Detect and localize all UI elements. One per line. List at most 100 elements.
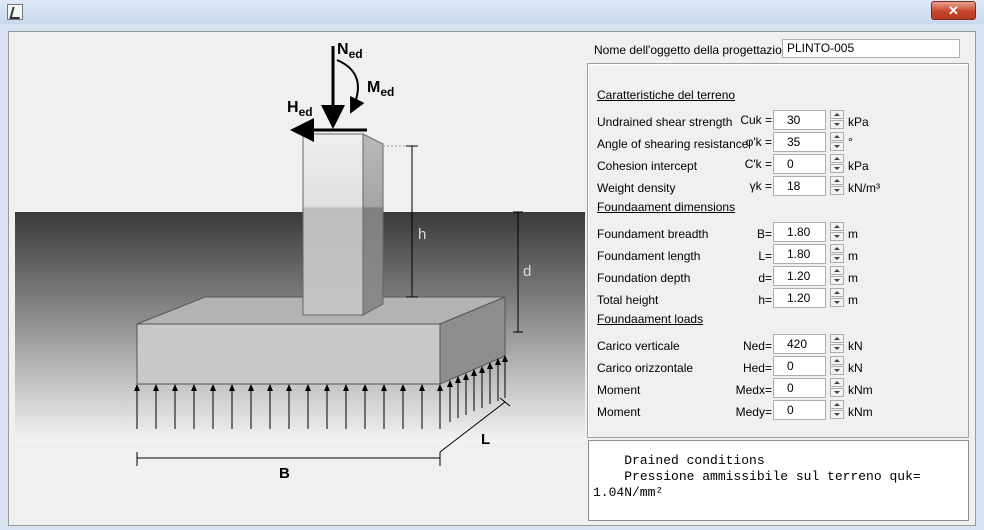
medy-symbol: Medy= xyxy=(735,405,772,419)
l-symbol: L= xyxy=(758,249,772,263)
ck-spinner[interactable] xyxy=(830,154,844,174)
d-unit: m xyxy=(848,271,858,285)
d-input[interactable]: 1.20 xyxy=(773,266,826,286)
gamma-spinner[interactable] xyxy=(830,176,844,196)
spin-up-icon[interactable] xyxy=(830,356,844,365)
d-symbol: d= xyxy=(758,271,772,285)
l-unit: m xyxy=(848,249,858,263)
m-label: Med xyxy=(367,79,394,99)
phi-spinner[interactable] xyxy=(830,132,844,152)
b-input[interactable]: 1.80 xyxy=(773,222,826,242)
cuk-unit: kPa xyxy=(848,115,869,129)
ck-input[interactable]: 0 xyxy=(773,154,826,174)
moment-x-label: Moment xyxy=(597,383,641,397)
column-side xyxy=(362,133,384,316)
l-input[interactable]: 1.80 xyxy=(773,244,826,264)
pressure-arrow-heads xyxy=(134,355,508,391)
medx-unit: kNm xyxy=(848,383,873,397)
h-force-label: Hed xyxy=(287,99,313,119)
spin-up-icon[interactable] xyxy=(830,222,844,231)
close-button[interactable]: ✕ xyxy=(931,1,976,20)
phi-unit: ° xyxy=(848,135,853,149)
title-bar: ✕ xyxy=(0,0,984,25)
spin-up-icon[interactable] xyxy=(830,378,844,387)
parameters-panel xyxy=(587,63,969,438)
spin-down-icon[interactable] xyxy=(830,410,844,419)
b-spinner[interactable] xyxy=(830,222,844,242)
spin-down-icon[interactable] xyxy=(830,388,844,397)
cuk-input[interactable]: 30 xyxy=(773,110,826,130)
n-label: Ned xyxy=(337,41,363,61)
hed-spinner[interactable] xyxy=(830,356,844,376)
h-input[interactable]: 1.20 xyxy=(773,288,826,308)
l-label: L xyxy=(481,431,490,448)
medy-unit: kNm xyxy=(848,405,873,419)
spin-up-icon[interactable] xyxy=(830,400,844,409)
column-front xyxy=(302,133,364,316)
spin-up-icon[interactable] xyxy=(830,244,844,253)
gamma-input[interactable]: 18 xyxy=(773,176,826,196)
medx-input[interactable]: 0 xyxy=(773,378,826,398)
medy-input[interactable]: 0 xyxy=(773,400,826,420)
spin-down-icon[interactable] xyxy=(830,276,844,285)
ck-unit: kPa xyxy=(848,159,869,173)
ned-input[interactable]: 420 xyxy=(773,334,826,354)
spin-down-icon[interactable] xyxy=(830,232,844,241)
l-dimension xyxy=(439,401,506,453)
h-label: h xyxy=(418,226,426,243)
hed-input[interactable]: 0 xyxy=(773,356,826,376)
b-unit: m xyxy=(848,227,858,241)
h-spinner[interactable] xyxy=(830,288,844,308)
b-symbol: B= xyxy=(756,227,772,241)
ned-symbol: Ned= xyxy=(742,339,772,353)
breadth-label: Foundament breadth xyxy=(597,227,709,241)
total-height-label: Total height xyxy=(597,293,659,307)
spin-down-icon[interactable] xyxy=(830,298,844,307)
weight-density-label: Weight density xyxy=(597,181,676,195)
soil-section-title: Caratteristiche del terreno xyxy=(597,88,736,102)
depth-label: Foundation depth xyxy=(597,271,691,285)
ck-symbol: C'k = xyxy=(744,157,772,171)
ned-unit: kN xyxy=(848,339,863,353)
cohesion-label: Cohesion intercept xyxy=(597,159,698,173)
spin-down-icon[interactable] xyxy=(830,186,844,195)
vertical-load-label: Carico verticale xyxy=(597,339,680,353)
foundation-diagram: Ned Med Hed h d B L xyxy=(15,41,585,482)
result-line-1: Drained conditions xyxy=(593,453,765,468)
spin-up-icon[interactable] xyxy=(830,176,844,185)
result-textbox[interactable]: Drained conditions Pressione ammissibile… xyxy=(588,440,969,521)
spin-up-icon[interactable] xyxy=(830,288,844,297)
l-spinner[interactable] xyxy=(830,244,844,264)
spin-up-icon[interactable] xyxy=(830,132,844,141)
ned-spinner[interactable] xyxy=(830,334,844,354)
spin-down-icon[interactable] xyxy=(830,120,844,129)
shearing-angle-label: Angle of shearing resistance xyxy=(597,137,749,151)
spin-up-icon[interactable] xyxy=(830,266,844,275)
spin-down-icon[interactable] xyxy=(830,142,844,151)
gamma-unit: kN/m³ xyxy=(848,181,880,195)
hed-symbol: Hed= xyxy=(742,361,772,375)
moment-y-label: Moment xyxy=(597,405,641,419)
gamma-symbol: γk = xyxy=(749,179,772,193)
spin-down-icon[interactable] xyxy=(830,366,844,375)
medy-spinner[interactable] xyxy=(830,400,844,420)
spin-up-icon[interactable] xyxy=(830,154,844,163)
object-name-input[interactable]: PLINTO-005 xyxy=(782,39,960,58)
dimensions-section-title: Foundaament dimensions xyxy=(597,200,736,214)
length-label: Foundament length xyxy=(597,249,701,263)
bottom-pressure-arrows xyxy=(136,357,506,429)
phi-input[interactable]: 35 xyxy=(773,132,826,152)
d-spinner[interactable] xyxy=(830,266,844,286)
spin-up-icon[interactable] xyxy=(830,110,844,119)
app-icon[interactable] xyxy=(7,4,23,20)
footing-front xyxy=(136,323,441,385)
loads-section-title: Foundaament loads xyxy=(597,312,704,326)
spin-down-icon[interactable] xyxy=(830,344,844,353)
spin-up-icon[interactable] xyxy=(830,334,844,343)
spin-down-icon[interactable] xyxy=(830,254,844,263)
m-arrow xyxy=(336,59,365,114)
d-label: d xyxy=(523,263,531,280)
medx-spinner[interactable] xyxy=(830,378,844,398)
cuk-spinner[interactable] xyxy=(830,110,844,130)
spin-down-icon[interactable] xyxy=(830,164,844,173)
